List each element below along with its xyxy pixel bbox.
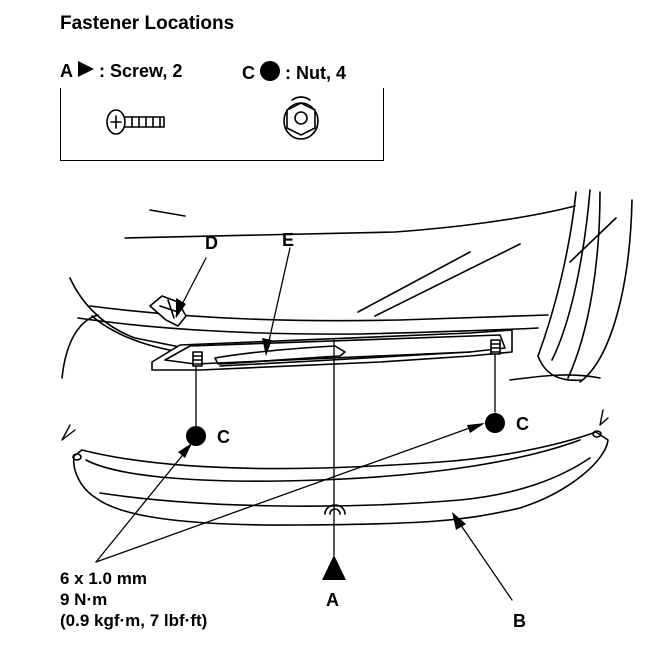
legend-a-label: : Screw, 2 (99, 61, 183, 81)
nut-marker-right (485, 413, 505, 433)
legend-c-letter: C (242, 63, 255, 83)
label-d: D (205, 233, 218, 253)
stud-left (192, 351, 203, 367)
legend-screw: A : Screw, 2 (60, 60, 182, 83)
screw-marker-a (322, 555, 346, 580)
label-a: A (326, 590, 339, 610)
legend-a-letter: A (60, 61, 73, 81)
screw-icon (106, 109, 165, 135)
label-c-left: C (217, 427, 230, 447)
label-e: E (282, 230, 295, 250)
arrow-b (452, 512, 466, 530)
stud-right (490, 339, 501, 355)
arrow-d (176, 298, 186, 318)
diagram-title: Fastener Locations (60, 13, 235, 34)
leader-lines (95, 247, 513, 601)
arrow-nut-right (467, 423, 485, 433)
triangle-right-icon (77, 60, 95, 83)
legend-c-label: : Nut, 4 (285, 63, 346, 83)
legend-box (60, 88, 384, 161)
filled-circle-icon (259, 60, 281, 87)
legend-nut: C : Nut, 4 (242, 60, 346, 87)
bumper-cover (61, 409, 609, 526)
arrow-e (262, 338, 272, 356)
arrow-nut-left (178, 443, 192, 458)
torque-spec-kgf: (0.9 kgf·m, 7 lbf·ft) (60, 611, 208, 630)
flange-nut-icon (283, 96, 319, 140)
nut-marker-left (186, 426, 206, 446)
inner-trim-panel (151, 329, 513, 371)
torque-spec-nm: 9 N·m (60, 590, 108, 609)
label-b: B (513, 611, 526, 631)
label-c-right: C (516, 414, 529, 434)
torque-spec-size: 6 x 1.0 mm (60, 569, 147, 588)
